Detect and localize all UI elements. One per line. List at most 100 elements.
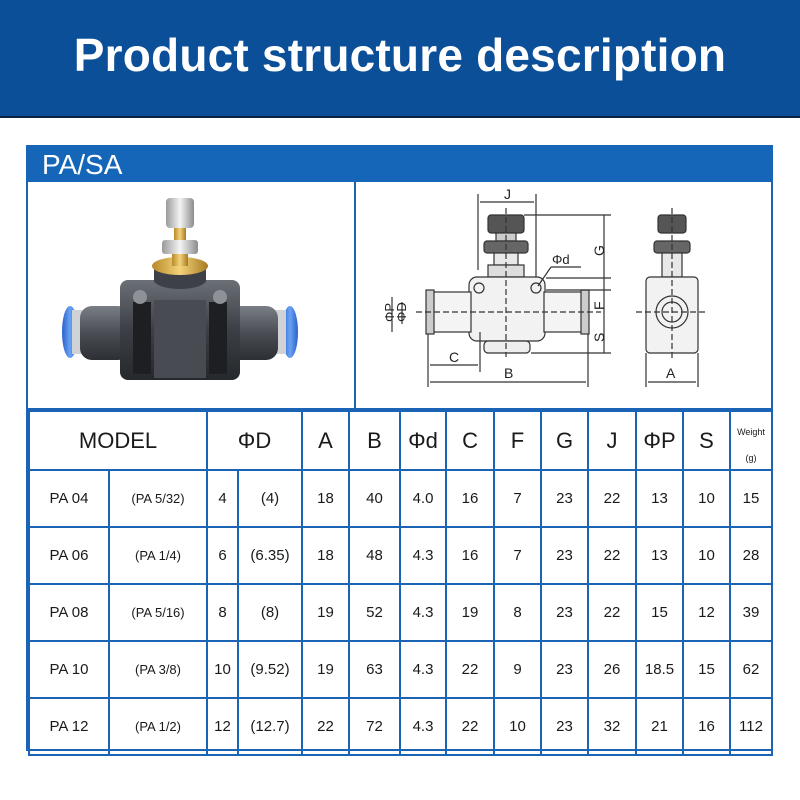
cell-phi-D-inch: (9.52) (236, 640, 304, 699)
page-title: Product structure description (73, 29, 727, 81)
cell-S: 10 (682, 469, 732, 528)
header-weight: Weight (g) (729, 410, 774, 471)
cell-G: 23 (540, 526, 590, 585)
dim-label-G: G (591, 245, 607, 256)
product-photo (28, 182, 356, 410)
dimension-table: MODEL ΦD A B Φd C F G J ΦP S Weight (g) … (28, 410, 774, 756)
cell-inch-model: (PA 5/16) (108, 583, 208, 642)
dim-label-phi-D: ΦD (394, 302, 409, 322)
cell-A: 22 (301, 697, 351, 756)
dim-label-A: A (666, 365, 676, 381)
cell-F: 10 (493, 697, 543, 756)
cell-A: 18 (301, 526, 351, 585)
cell-G: 23 (540, 640, 590, 699)
header-B: B (348, 410, 402, 471)
header-C: C (445, 410, 496, 471)
cell-B: 52 (348, 583, 402, 642)
cell-phi-d: 4.3 (399, 526, 448, 585)
cell-F: 7 (493, 469, 543, 528)
cell-S: 15 (682, 640, 732, 699)
cell-phi-D-inch: (6.35) (236, 526, 304, 585)
dim-label-B: B (504, 365, 513, 381)
dim-label-J: J (504, 186, 511, 202)
cell-phi-D: 8 (206, 583, 239, 642)
dim-label-phi-d: Φd (552, 252, 570, 267)
cell-J: 22 (587, 526, 638, 585)
cell-model: PA 04 (28, 469, 110, 528)
cell-B: 63 (348, 640, 402, 699)
cell-J: 32 (587, 697, 638, 756)
cell-B: 72 (348, 697, 402, 756)
dim-label-phi-P: ΦP (382, 303, 397, 322)
cell-A: 18 (301, 469, 351, 528)
cell-J: 22 (587, 583, 638, 642)
cell-phi-P: 21 (635, 697, 685, 756)
header-F: F (493, 410, 543, 471)
panel-header: PA/SA (28, 147, 771, 182)
cell-B: 48 (348, 526, 402, 585)
cell-inch-model: (PA 1/2) (108, 697, 208, 756)
header-weight-label: Weight (737, 426, 765, 437)
table-header-row: MODEL ΦD A B Φd C F G J ΦP S Weight (g) (28, 410, 774, 471)
cell-phi-D-inch: (8) (236, 583, 304, 642)
header-weight-unit: (g) (745, 452, 757, 463)
cell-weight: 112 (729, 697, 774, 756)
cell-weight: 62 (729, 640, 774, 699)
cell-phi-D-inch: (12.7) (236, 697, 304, 756)
cell-phi-P: 13 (635, 526, 685, 585)
cell-C: 16 (445, 469, 496, 528)
cell-B: 40 (348, 469, 402, 528)
cell-S: 12 (682, 583, 732, 642)
header-G: G (540, 410, 590, 471)
cell-weight: 15 (729, 469, 774, 528)
cell-F: 7 (493, 526, 543, 585)
dim-label-S: S (591, 333, 607, 342)
cell-J: 26 (587, 640, 638, 699)
cell-phi-D: 6 (206, 526, 239, 585)
cell-phi-d: 4.3 (399, 697, 448, 756)
cell-C: 22 (445, 697, 496, 756)
cell-phi-d: 4.3 (399, 583, 448, 642)
dimension-diagram: J Φd (356, 182, 771, 410)
cell-A: 19 (301, 640, 351, 699)
cell-inch-model: (PA 5/32) (108, 469, 208, 528)
cell-C: 22 (445, 640, 496, 699)
cell-phi-D: 12 (206, 697, 239, 756)
header-banner: Product structure description (0, 0, 800, 118)
cell-phi-P: 15 (635, 583, 685, 642)
cell-phi-d: 4.0 (399, 469, 448, 528)
valve-illustration (62, 198, 298, 380)
cell-model: PA 06 (28, 526, 110, 585)
cell-G: 23 (540, 583, 590, 642)
cell-G: 23 (540, 697, 590, 756)
series-label: PA/SA (42, 149, 123, 180)
cell-phi-P: 13 (635, 469, 685, 528)
cell-weight: 28 (729, 526, 774, 585)
cell-phi-D: 4 (206, 469, 239, 528)
cell-C: 16 (445, 526, 496, 585)
header-A: A (301, 410, 351, 471)
dim-label-C: C (449, 349, 459, 365)
cell-phi-d: 4.3 (399, 640, 448, 699)
cell-phi-D-inch: (4) (236, 469, 304, 528)
cell-model: PA 12 (28, 697, 110, 756)
header-S: S (682, 410, 732, 471)
cell-F: 8 (493, 583, 543, 642)
cell-phi-P: 18.5 (635, 640, 685, 699)
cell-G: 23 (540, 469, 590, 528)
cell-model: PA 10 (28, 640, 110, 699)
cell-inch-model: (PA 1/4) (108, 526, 208, 585)
cell-F: 9 (493, 640, 543, 699)
cell-J: 22 (587, 469, 638, 528)
header-J: J (587, 410, 638, 471)
spec-panel: PA/SA (26, 145, 774, 756)
cell-weight: 39 (729, 583, 774, 642)
cell-phi-D: 10 (206, 640, 239, 699)
header-phi-d: Φd (399, 410, 448, 471)
cell-C: 19 (445, 583, 496, 642)
cell-A: 19 (301, 583, 351, 642)
